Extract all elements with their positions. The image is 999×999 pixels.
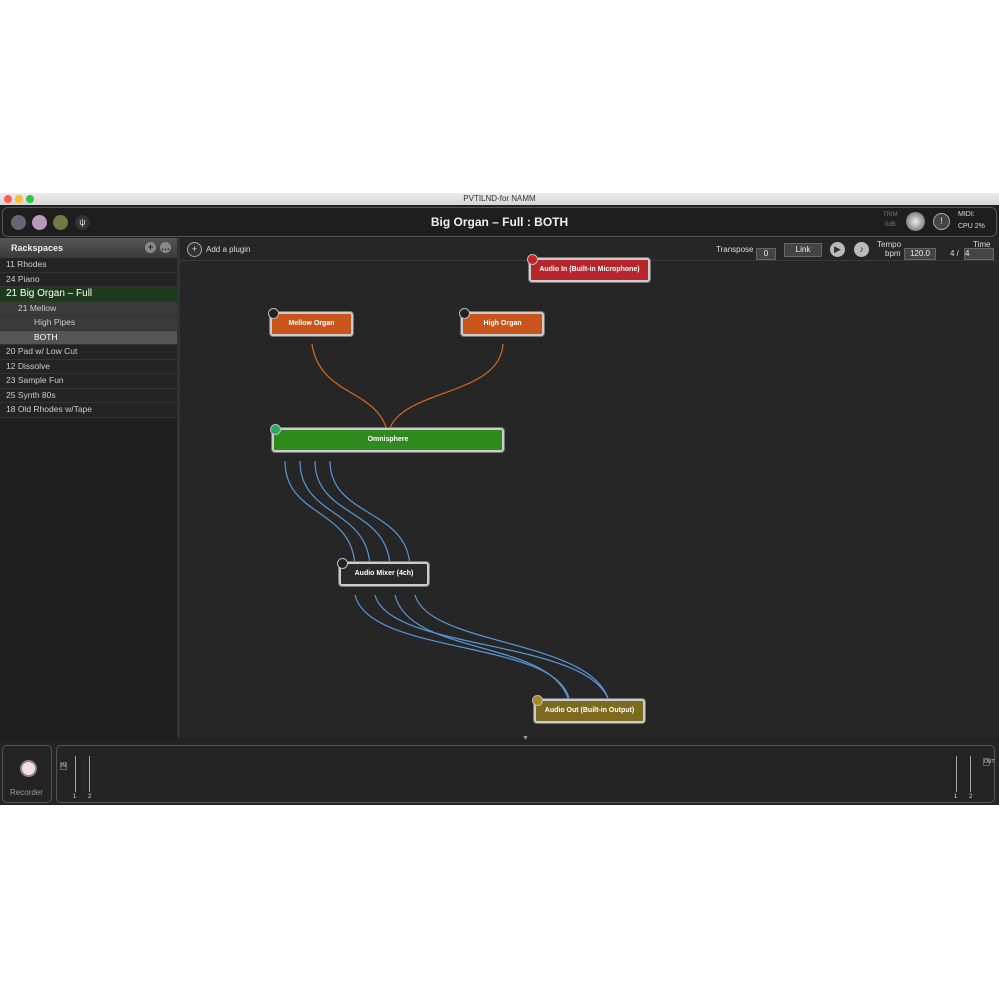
output-channel-2: 2 bbox=[969, 794, 973, 800]
time-label: Time bbox=[973, 240, 991, 249]
input-fader-1[interactable] bbox=[73, 756, 78, 792]
link-button[interactable]: Link bbox=[784, 243, 822, 257]
node-icon bbox=[527, 254, 538, 265]
time-signature-select[interactable]: 4 bbox=[964, 248, 994, 260]
transpose-field[interactable]: 0 bbox=[756, 248, 776, 260]
bottom-panel: ▼ Recorder IN 1 2 1 2 OUT bbox=[0, 735, 999, 805]
play-button[interactable]: ▶ bbox=[830, 242, 845, 257]
rackspace-item[interactable]: 25 Synth 80s bbox=[0, 388, 177, 403]
tempo-field[interactable]: 120.0 bbox=[904, 248, 936, 260]
trim-knob[interactable] bbox=[906, 212, 925, 231]
recorder-label: Recorder bbox=[10, 788, 43, 797]
variation-item[interactable]: High Pipes bbox=[0, 316, 177, 331]
rackspace-item[interactable]: 18 Old Rhodes w/Tape bbox=[0, 403, 177, 418]
node-icon bbox=[337, 558, 348, 569]
input-channel-1: 1 bbox=[73, 794, 77, 800]
rackspace-item[interactable]: 12 Dissolve bbox=[0, 359, 177, 374]
wire-layer bbox=[284, 343, 611, 707]
zoom-button[interactable] bbox=[26, 195, 34, 203]
omnisphere-node[interactable]: Omnisphere bbox=[270, 424, 504, 452]
audio-out-node[interactable]: Audio Out (Built-in Output) bbox=[532, 695, 645, 723]
metronome-icon[interactable]: ♪ bbox=[854, 242, 869, 257]
rackspace-options-button[interactable]: … bbox=[160, 242, 171, 253]
rackspace-item[interactable]: 23 Sample Fun bbox=[0, 374, 177, 389]
midi-label: MIDI: bbox=[958, 211, 975, 218]
mellow-organ-node[interactable]: Mellow Organ bbox=[268, 308, 353, 336]
transpose-label: Transpose bbox=[716, 245, 754, 254]
collapse-arrow-icon[interactable]: ▼ bbox=[522, 735, 529, 742]
record-button[interactable] bbox=[20, 760, 37, 777]
recorder-panel: Recorder bbox=[2, 745, 52, 803]
out-label: OUT bbox=[983, 758, 995, 766]
node-icon bbox=[532, 695, 543, 706]
audio-in-node[interactable]: Audio In (Built-in Microphone) bbox=[527, 254, 650, 282]
global-rackspace-icon[interactable] bbox=[53, 215, 68, 230]
trim-value: 0dB bbox=[885, 222, 896, 228]
audio-mixer-node[interactable]: Audio Mixer (4ch) bbox=[337, 558, 429, 586]
rackspace-item[interactable]: 11 Rhodes bbox=[0, 258, 177, 273]
toolbar: ψ Big Organ – Full : BOTH TRIM 0dB ! MID… bbox=[2, 207, 997, 237]
wiring-canvas[interactable]: + Add a plugin Transpose 0 Link ▶ ♪ Temp… bbox=[180, 238, 999, 738]
wiring-view-icon[interactable] bbox=[32, 215, 47, 230]
add-plugin-button[interactable]: Add a plugin bbox=[206, 245, 251, 254]
tuner-icon[interactable]: ψ bbox=[75, 215, 90, 230]
cpu-meter: CPU 2% bbox=[958, 223, 985, 230]
rackspace-view-icon[interactable] bbox=[11, 215, 26, 230]
wire bbox=[284, 460, 356, 570]
high-organ-node[interactable]: High Organ bbox=[459, 308, 544, 336]
window-title: PVTILND-for NAMM bbox=[463, 194, 536, 203]
in-label: IN bbox=[60, 762, 67, 770]
tempo-label: Tempo bbox=[877, 240, 902, 249]
bpm-label: bpm bbox=[885, 249, 901, 258]
title-bar: PVTILND-for NAMM bbox=[0, 193, 999, 205]
wire bbox=[414, 594, 611, 707]
rackspaces-header: Rackspaces + … bbox=[0, 238, 177, 258]
rackspace-item[interactable]: 20 Pad w/ Low Cut bbox=[0, 345, 177, 360]
node-icon bbox=[270, 424, 281, 435]
variation-item[interactable]: 21 Mellow bbox=[0, 301, 177, 316]
add-rackspace-button[interactable]: + bbox=[145, 242, 156, 253]
trim-label: TRIM bbox=[883, 212, 898, 218]
panic-icon[interactable]: ! bbox=[933, 213, 950, 230]
rackspace-item-selected[interactable]: 21 Big Organ – Full bbox=[0, 287, 177, 302]
wire bbox=[329, 460, 411, 570]
minimize-button[interactable] bbox=[15, 195, 23, 203]
input-fader-2[interactable] bbox=[87, 756, 92, 792]
time-signature-numerator: 4 / bbox=[950, 249, 959, 258]
wire bbox=[394, 594, 571, 707]
node-icon bbox=[268, 308, 279, 319]
add-plugin-icon[interactable]: + bbox=[187, 242, 202, 257]
rackspace-item[interactable]: 24 Piano bbox=[0, 272, 177, 287]
wire bbox=[314, 460, 391, 570]
output-fader-2[interactable] bbox=[968, 756, 973, 792]
rackspaces-sidebar: Rackspaces + … 11 Rhodes 24 Piano 21 Big… bbox=[0, 238, 180, 738]
output-fader-1[interactable] bbox=[954, 756, 959, 792]
wire bbox=[311, 343, 389, 436]
input-channel-2: 2 bbox=[88, 794, 92, 800]
io-panel: IN 1 2 1 2 OUT bbox=[56, 745, 995, 803]
app-window: PVTILND-for NAMM ψ Big Organ – Full : BO… bbox=[0, 193, 999, 805]
wire bbox=[374, 594, 611, 707]
wire bbox=[299, 460, 371, 570]
node-icon bbox=[459, 308, 470, 319]
output-channel-1: 1 bbox=[954, 794, 958, 800]
wire bbox=[387, 343, 504, 436]
close-button[interactable] bbox=[4, 195, 12, 203]
page-title: Big Organ – Full : BOTH bbox=[430, 215, 569, 229]
variation-item-current[interactable]: BOTH bbox=[0, 330, 177, 345]
